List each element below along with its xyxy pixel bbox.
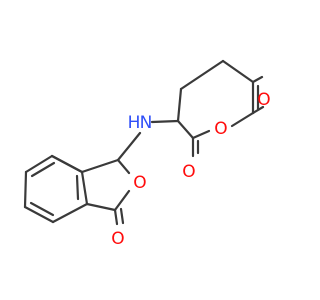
- bond: [191, 129, 211, 140]
- bond: [50, 154, 84, 174]
- bond: [24, 154, 54, 174]
- bond: [251, 75, 264, 84]
- structure-canvas: O N H O O O O: [23, 59, 271, 249]
- bond: [23, 205, 55, 224]
- bond: [230, 111, 255, 128]
- bond: [75, 174, 80, 201]
- bond: [176, 87, 183, 123]
- atom-O-ketone-bottom: O: [111, 229, 124, 249]
- bond: [221, 59, 255, 84]
- bond: [80, 158, 120, 174]
- bond: [150, 119, 180, 124]
- molecule-drawing: O N H O O O O: [23, 59, 271, 249]
- atom-O-ketone-top: O: [257, 90, 270, 110]
- atom-O-ketone-mid: O: [182, 162, 195, 182]
- bond: [29, 201, 55, 217]
- bond: [116, 131, 142, 162]
- bond: [80, 170, 89, 206]
- bond: [30, 161, 56, 178]
- bond: [176, 119, 195, 140]
- bond: [179, 59, 225, 91]
- bond: [116, 158, 131, 175]
- bond: [113, 189, 131, 212]
- bond: [51, 202, 89, 224]
- bond: [119, 207, 125, 225]
- atom-H-amine: H: [128, 113, 141, 133]
- atom-O-ring-phthalide: O: [133, 173, 146, 193]
- bond: [113, 208, 119, 226]
- bond: [23, 170, 28, 209]
- atom-O-ring-glutaric: O: [214, 119, 227, 139]
- atom-N-amine: N: [140, 113, 153, 133]
- bond: [85, 202, 117, 212]
